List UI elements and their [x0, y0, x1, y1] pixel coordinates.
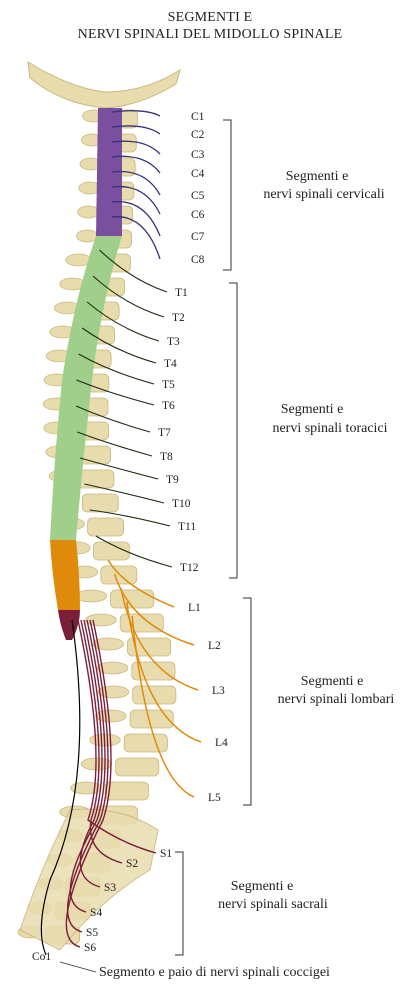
vertebra [88, 518, 124, 536]
vertebra [105, 782, 148, 800]
label-l4: L4 [215, 737, 228, 749]
group-sacral-line2: nervi spinali sacrali [218, 897, 328, 912]
group-sacral-line1: Segmenti e [231, 879, 294, 894]
label-l2: L2 [208, 640, 221, 652]
cord-sacral [58, 610, 80, 640]
label-s1: S1 [160, 848, 172, 860]
group-thoracic-line1: Segmenti e [281, 402, 344, 417]
label-t9: T9 [166, 474, 179, 486]
label-t4: T4 [164, 358, 177, 370]
label-c2: C2 [191, 129, 205, 141]
label-c6: C6 [191, 209, 205, 221]
label-t7: T7 [158, 427, 171, 439]
label-s2: S2 [126, 858, 138, 870]
co1-leader-line [60, 962, 96, 972]
label-l1: L1 [188, 602, 201, 614]
vertebra [82, 494, 118, 512]
label-c5: C5 [191, 190, 205, 202]
skull-base [28, 62, 180, 108]
vertebra [101, 566, 137, 584]
label-l5: L5 [208, 792, 221, 804]
label-t12: T12 [180, 562, 199, 574]
cord-lumbar [50, 540, 80, 610]
label-s3: S3 [104, 882, 116, 894]
bracket-cervical [223, 120, 231, 270]
label-s6: S6 [84, 942, 96, 954]
bracket-sacral [175, 852, 183, 955]
label-t5: T5 [162, 379, 175, 391]
vertebra [78, 470, 114, 488]
group-coccygeal: Segmento e paio di nervi spinali coccige… [99, 965, 330, 980]
label-c7: C7 [191, 231, 205, 243]
vertebra-process [78, 206, 100, 218]
vertebra-process [76, 590, 107, 602]
label-l3: L3 [212, 685, 225, 697]
label-c1: C1 [191, 111, 205, 123]
group-cervical-line2: nervi spinali cervicali [263, 187, 384, 202]
label-s4: S4 [90, 907, 102, 919]
group-brackets [175, 120, 251, 955]
group-thoracic-line2: nervi spinali toracici [272, 421, 387, 436]
group-lumbar-line1: Segmenti e [301, 674, 364, 689]
label-c4: C4 [191, 168, 205, 180]
vertebra [111, 590, 154, 608]
label-t3: T3 [167, 336, 180, 348]
label-t6: T6 [162, 400, 175, 412]
label-t10: T10 [172, 498, 191, 510]
label-s5: S5 [86, 927, 98, 939]
vertebra [116, 758, 159, 776]
label-c3: C3 [191, 149, 205, 161]
label-t2: T2 [172, 312, 185, 324]
label-co1: Co1 [32, 951, 51, 963]
bracket-lumbar [243, 598, 251, 805]
bracket-thoracic [229, 283, 237, 578]
label-t1: T1 [175, 287, 188, 299]
group-cervical-line1: Segmenti e [286, 169, 349, 184]
vertebra [133, 686, 176, 704]
vertebra [124, 734, 167, 752]
label-c8: C8 [191, 254, 205, 266]
label-t11: T11 [178, 521, 196, 533]
vertebra [130, 710, 173, 728]
group-lumbar-line2: nervi spinali lombari [278, 692, 395, 707]
label-t8: T8 [160, 451, 173, 463]
